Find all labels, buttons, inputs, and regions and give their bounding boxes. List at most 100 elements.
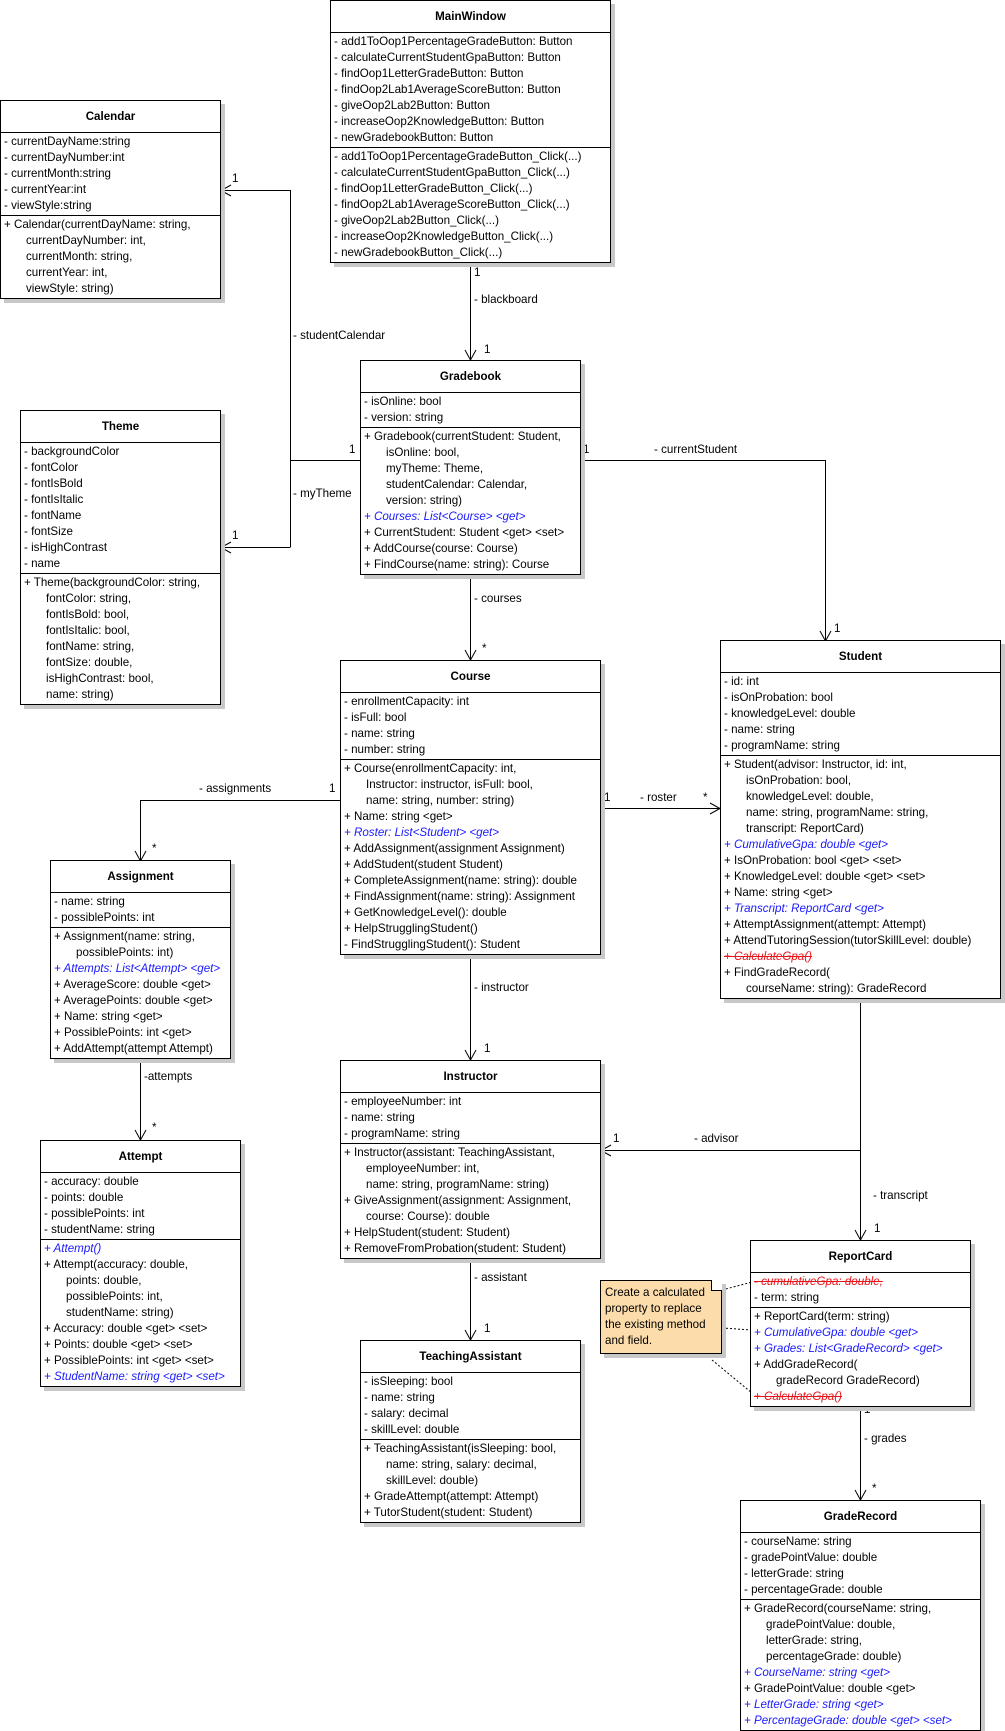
operation: fontSize: double, [46,656,133,669]
class-name: Attempt [41,1141,240,1173]
class-graderecord[interactable]: GradeRecord - courseName: string - gradePo… [740,1500,981,1731]
operation: - calculateCurrentStudentGpaButton_Click… [334,166,570,179]
operation: + Student(advisor: Instructor, id: int, [724,758,907,771]
attribute: - isOnline: bool [364,395,442,408]
operation: + TeachingAssistant(isSleeping: bool, [364,1442,557,1455]
class-teachingassistant[interactable]: TeachingAssistant- isSleeping: bool- nam… [360,1340,581,1523]
class-mainwindow[interactable]: MainWindow- add1ToOop1PercentageGradeBut… [330,0,611,263]
operation: + Name: string <get> [344,810,453,823]
attribute-list: - isOnline: bool- version: string [361,393,580,427]
operation: + Name: string <get> [724,886,833,899]
operation: + GiveAssignment(assignment: Assignment, [344,1194,572,1207]
role-assistant: - assistant [474,1271,527,1284]
class-instructor[interactable]: Instructor- employeeNumber: int- name: s… [340,1060,601,1259]
attribute: - letterGrade: string [744,1567,844,1580]
mult-studentCalendar-target: 1 [232,172,239,185]
note-text: Create a calculated property to replace … [605,1286,706,1347]
mult-grades-target: * [872,1482,877,1495]
operation: skillLevel: double) [386,1474,479,1487]
operation: + AddAssignment(assignment Assignment) [344,842,565,855]
class-reportcard[interactable]: ReportCard- cumulativeGpa: double,- term… [750,1240,971,1407]
attribute: - courseName: string [744,1535,852,1548]
attribute-list: - courseName: string - gradePointValue: d… [741,1533,980,1599]
operation-list: + ReportCard(term: string)+ CumulativeGp… [751,1307,970,1406]
attribute: - backgroundColor [24,445,120,458]
class-gradebook[interactable]: Gradebook- isOnline: bool- version: stri… [360,360,581,575]
operation: studentCalendar: Calendar, [386,478,528,491]
class-student[interactable]: Student- id: int- isOnProbation: bool- k… [720,640,1001,999]
class-assignment[interactable]: Assignment- name: string- possiblePoints… [50,860,231,1059]
arrowhead-myTheme [219,541,232,554]
operation: letterGrade: string, [766,1634,863,1647]
operation: studentName: string) [66,1306,174,1319]
operation-list: + Calendar(currentDayName: string, curren… [1,215,220,298]
operation: currentMonth: string, [26,250,133,263]
attribute: - programName: string [724,739,840,752]
attribute-list: - currentDayName:string- currentDayNumbe… [1,133,220,215]
operation: + AddCourse(course: Course) [364,542,518,555]
attribute: - employeeNumber: int [344,1095,462,1108]
operation: + CumulativeGpa: double <get> [754,1326,919,1339]
operation: isHighContrast: bool, [46,672,154,685]
operation: + CalculateGpa() [724,950,812,963]
mult-transcript-target: 1 [874,1222,881,1235]
operation: currentYear: int, [26,266,108,279]
operation: name: string) [46,688,114,701]
operation: - increaseOop2KnowledgeButton_Click(...) [334,230,554,243]
operation: + Courses: List<Course> <get> [364,510,526,523]
class-calendar[interactable]: Calendar- currentDayName:string- current… [0,100,221,299]
class-name: Gradebook [361,361,580,393]
operation: percentageGrade: double) [766,1650,902,1663]
mult-roster-target: * [703,791,708,804]
class-name: MainWindow [331,1,610,33]
operation: employeeNumber: int, [366,1162,480,1175]
attribute: - cumulativeGpa: double, [754,1275,883,1288]
operation: + Course(enrollmentCapacity: int, [344,762,517,775]
operation: + AddGradeRecord( [754,1358,858,1371]
attribute: - possiblePoints: int [44,1207,145,1220]
attribute-list: - enrollmentCapacity: int- isFull: bool-… [341,693,600,759]
attribute: - isFull: bool [344,711,407,724]
operation: + CalculateGpa() [754,1390,842,1403]
operation: + AverageScore: double <get> [54,978,211,991]
operation: + Calendar(currentDayName: string, [4,218,191,231]
class-theme[interactable]: Theme- backgroundColor- fontColor- fontI… [20,410,221,705]
class-course[interactable]: Course- enrollmentCapacity: int- isFull:… [340,660,601,955]
class-name: Course [341,661,600,693]
class-name: GradeRecord [741,1501,980,1533]
operation: + Grades: List<GradeRecord> <get> [754,1342,943,1355]
operation: transcript: ReportCard) [746,822,864,835]
attribute: - programName: string [344,1127,460,1140]
mult-advisor-target: 1 [613,1132,620,1145]
attribute: - possiblePoints: int [54,911,155,924]
attribute: - name: string [344,727,415,740]
attribute: - currentDayNumber:int [4,151,125,164]
attribute: - gradePointValue: double [744,1551,878,1564]
operation: - add1ToOop1PercentageGradeButton_Click(… [334,150,582,163]
attribute-list: - add1ToOop1PercentageGradeButton: Butto… [331,33,610,147]
role-myTheme: - myTheme [293,487,352,500]
arrowhead-studentCalendar [219,184,232,197]
operation: - FindStrugglingStudent(): Student [344,938,520,951]
operation: possiblePoints: int) [76,946,174,959]
role-advisor: - advisor [694,1132,739,1145]
operation: + KnowledgeLevel: double <get> <set> [724,870,926,883]
operation: + AddAttempt(attempt Attempt) [54,1042,213,1055]
operation: possiblePoints: int, [66,1290,163,1303]
attribute: - fontColor [24,461,79,474]
class-name: Instructor [341,1061,600,1093]
attribute: - calculateCurrentStudentGpaButton: Butt… [334,51,561,64]
operation: + FindGradeRecord( [724,966,831,979]
operation: + PossiblePoints: int <get> <set> [44,1354,214,1367]
role-blackboard: - blackboard [474,293,538,306]
attribute: - name: string [724,723,795,736]
attribute-list: - backgroundColor- fontColor- fontIsBold… [21,443,220,573]
attribute: - currentMonth:string [4,167,111,180]
mult-blackboard-source: 1 [474,266,481,279]
class-attempt[interactable]: Attempt- accuracy: double- points: doubl… [40,1140,241,1387]
operation: + TutorStudent(student: Student) [364,1506,533,1519]
operation: + StudentName: string <get> <set> [44,1370,225,1383]
attribute: - name: string [364,1391,435,1404]
attribute: - name: string [54,895,125,908]
operation-list: + Course(enrollmentCapacity: int,Instruc… [341,759,600,954]
